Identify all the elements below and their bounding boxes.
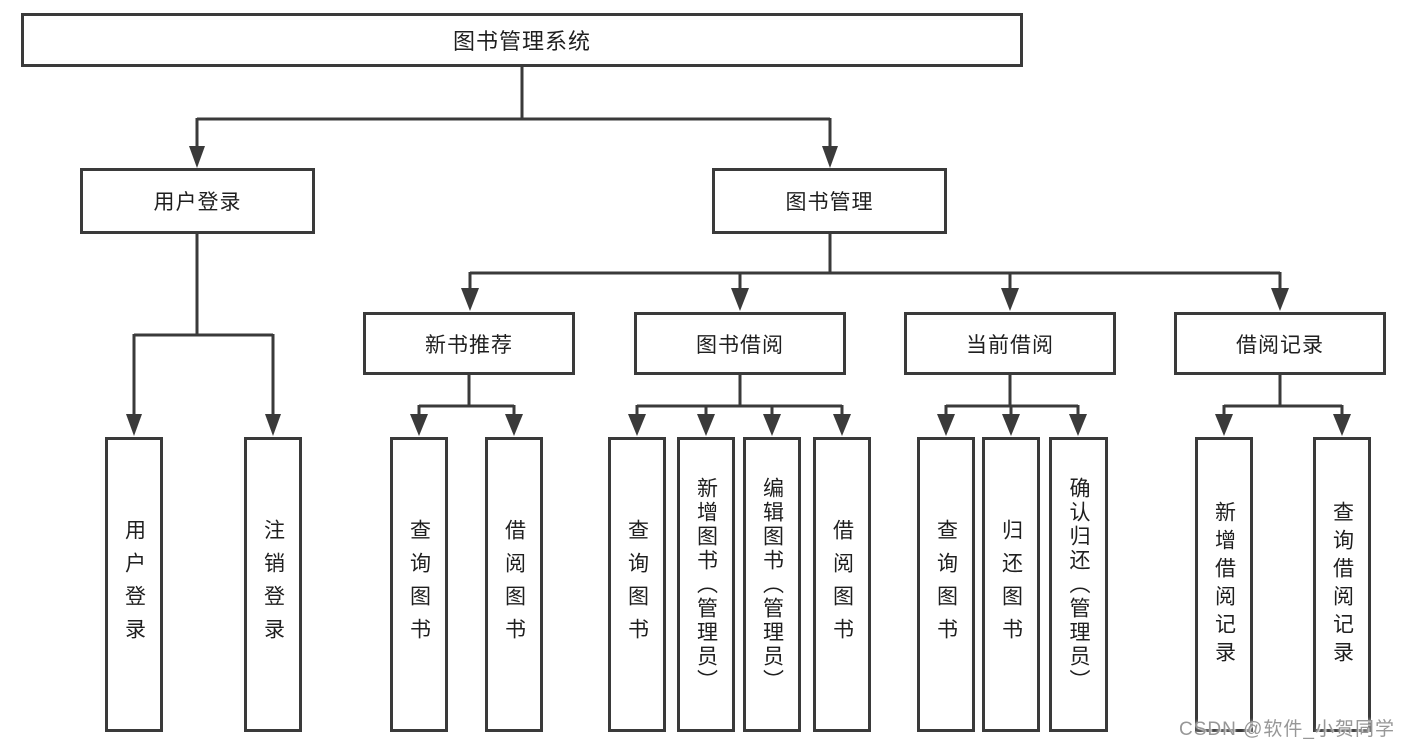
- leaf-borrow-books-recommend-label: 借阅图书: [502, 518, 526, 651]
- leaf-borrow-books-label: 借阅图书: [830, 518, 854, 651]
- leaf-query-books-recommend-label: 查询图书: [407, 518, 431, 651]
- leaf-add-book-admin: 新增图书（管理员）: [677, 437, 735, 732]
- leaf-logout: 注销登录: [244, 437, 302, 732]
- leaf-add-borrow-record: 新增借阅记录: [1195, 437, 1253, 732]
- leaf-query-books-current: 查询图书: [917, 437, 975, 732]
- node-user-login: 用户登录: [80, 168, 315, 234]
- csdn-watermark: CSDN @软件_小贺同学: [1179, 719, 1395, 740]
- leaf-user-login-label: 用户登录: [122, 518, 146, 651]
- leaf-query-borrow-record: 查询借阅记录: [1313, 437, 1371, 732]
- leaf-confirm-return-admin-label: 确认归还（管理员）: [1067, 476, 1090, 693]
- leaf-query-books-current-label: 查询图书: [934, 518, 958, 651]
- node-root-label: 图书管理系统: [452, 29, 591, 54]
- leaf-query-borrow-record-label: 查询借阅记录: [1330, 500, 1354, 669]
- leaf-query-books-borrow: 查询图书: [608, 437, 666, 732]
- leaf-return-book-label: 归还图书: [999, 518, 1023, 651]
- leaf-borrow-books-recommend: 借阅图书: [485, 437, 543, 732]
- leaf-user-login: 用户登录: [105, 437, 163, 732]
- node-user-login-label: 用户登录: [153, 191, 242, 214]
- node-book-borrow-label: 图书借阅: [696, 333, 784, 357]
- node-book-borrow: 图书借阅: [634, 312, 846, 375]
- node-book-management-label: 图书管理: [785, 191, 874, 214]
- leaf-add-book-admin-label: 新增图书（管理员）: [694, 476, 718, 693]
- leaf-edit-book-admin-label: 编辑图书（管理员）: [760, 476, 784, 693]
- node-current-borrow-label: 当前借阅: [966, 333, 1054, 357]
- leaf-query-books-recommend: 查询图书: [390, 437, 448, 732]
- leaf-confirm-return-admin: 确认归还（管理员）: [1049, 437, 1108, 732]
- leaf-return-book: 归还图书: [982, 437, 1040, 732]
- node-borrow-records-label: 借阅记录: [1236, 333, 1324, 357]
- leaf-query-books-borrow-label: 查询图书: [625, 518, 649, 651]
- node-root: 图书管理系统: [21, 13, 1023, 67]
- node-current-borrow: 当前借阅: [904, 312, 1116, 375]
- leaf-edit-book-admin: 编辑图书（管理员）: [743, 437, 801, 732]
- leaf-add-borrow-record-label: 新增借阅记录: [1212, 500, 1236, 669]
- node-new-book-recommend-label: 新书推荐: [425, 333, 513, 357]
- leaf-borrow-books: 借阅图书: [813, 437, 871, 732]
- node-borrow-records: 借阅记录: [1174, 312, 1386, 375]
- node-book-management: 图书管理: [712, 168, 947, 234]
- leaf-logout-label: 注销登录: [261, 518, 285, 651]
- node-new-book-recommend: 新书推荐: [363, 312, 575, 375]
